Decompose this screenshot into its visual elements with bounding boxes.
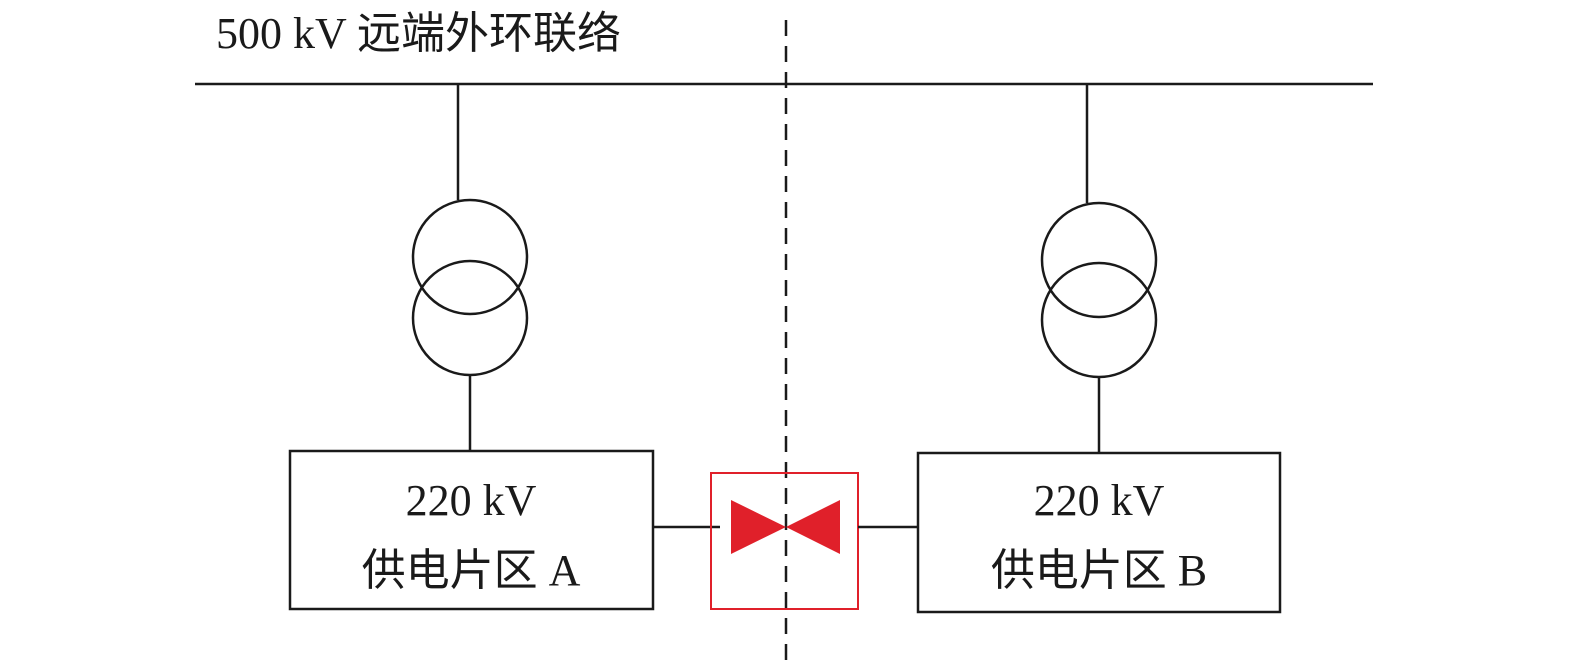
zone-a-box <box>288 449 655 611</box>
zone-b-box <box>916 451 1282 614</box>
zone-b-name: 供电片区 B <box>991 546 1207 595</box>
bus-label: 500 kV 远端外环联络 <box>216 9 621 58</box>
transformer-a-icon <box>411 198 529 377</box>
zone-a-voltage: 220 kV <box>406 476 537 525</box>
transformer-b-icon <box>1040 201 1158 379</box>
zone-a-name: 供电片区 A <box>362 546 581 595</box>
tie-switch-icon <box>710 472 859 610</box>
zone-b-voltage: 220 kV <box>1034 476 1165 525</box>
